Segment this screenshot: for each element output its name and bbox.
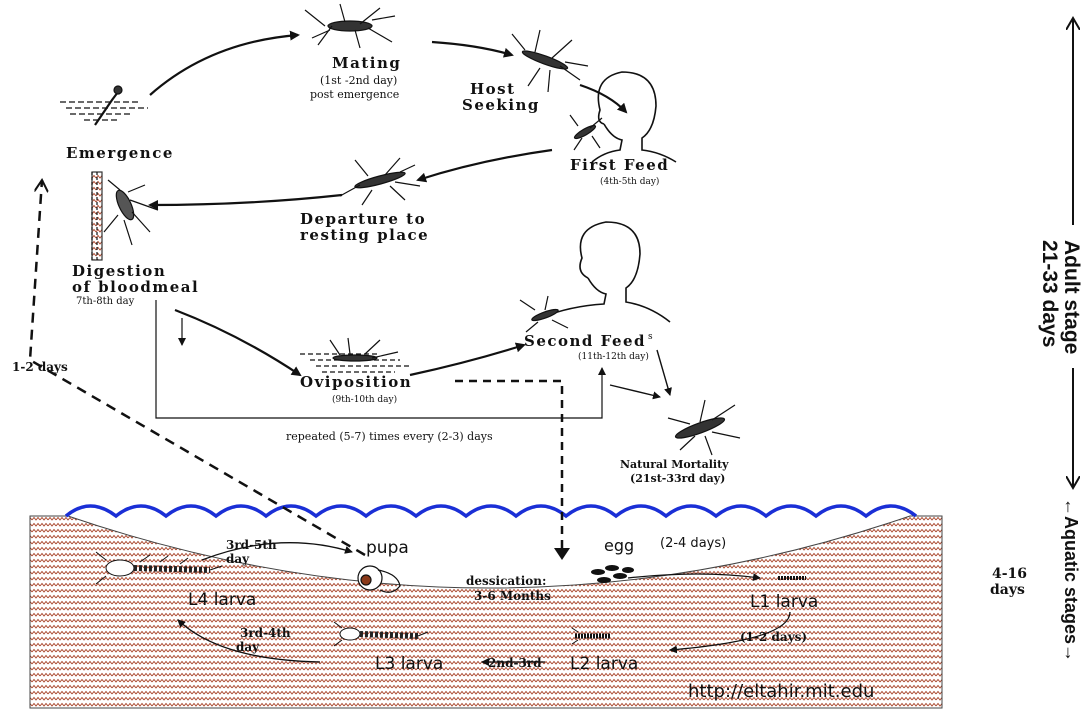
adult-stage-label: Adult stage 21-33 days	[1038, 240, 1082, 354]
source-credit: http://eltahir.mit.edu	[688, 681, 874, 702]
arrow-first-feed-to-departure	[418, 150, 552, 180]
aquatic-duration-label: 4-16	[992, 566, 1027, 582]
l3-l4-duration-day: day	[236, 640, 259, 654]
egg-label: egg	[604, 536, 634, 555]
adult-stage-title: Adult stage	[1060, 240, 1083, 354]
aquatic-duration-days: days	[990, 582, 1025, 598]
first-feed-title: First Feed	[570, 156, 669, 174]
l3-larva-label: L3 larva	[375, 654, 443, 674]
dessication-duration: 3-6 Months	[474, 589, 551, 603]
oviposition-illustration	[300, 338, 410, 372]
first-feed-detail: (4th-5th day)	[600, 177, 659, 187]
egg-duration-label: (2-4 days)	[660, 536, 726, 551]
aquatic-stages-bottom-arrow: →	[1061, 644, 1081, 662]
l1-larva-label: L1 larva	[750, 592, 818, 612]
departure-label-2: resting place	[300, 226, 429, 244]
second-feed-suffix: s	[648, 332, 653, 342]
departure-mosquito-illustration	[340, 158, 420, 205]
digestion-detail: 7th-8th day	[76, 296, 134, 307]
host-seeking-label-2: Seeking	[462, 96, 540, 114]
soil-basin	[30, 516, 942, 708]
aquatic-stages-label: ←Aquatic stages→	[1060, 498, 1082, 662]
digestion-mosquito-on-wall-illustration	[92, 172, 158, 260]
arrow-emergence-to-mating	[150, 35, 298, 95]
human-head-illustration-1	[592, 72, 676, 162]
l4-pupa-duration-label: 3rd-5th	[226, 538, 277, 552]
adult-stage-duration: 21-33 days	[1038, 240, 1061, 347]
oviposition-detail: (9th-10th day)	[332, 395, 397, 405]
oviposition-title: Oviposition	[300, 373, 412, 391]
l4-pupa-duration-day: day	[226, 552, 249, 566]
dessication-arrowhead	[554, 548, 570, 560]
l2-l3-duration-label: 2nd-3rd	[488, 656, 542, 670]
emergence-duration-label: 1-2 days	[12, 360, 68, 374]
arrow-departure-to-digestion	[150, 195, 342, 205]
first-feed-mosquito-illustration	[570, 115, 602, 150]
dead-mosquito-illustration	[668, 400, 740, 455]
aquatic-stages-title: Aquatic stages	[1061, 516, 1081, 644]
pupa-label: pupa	[366, 538, 409, 558]
digestion-label-2: of bloodmeal	[72, 278, 199, 296]
second-feed-title: Second Feed	[524, 332, 646, 350]
emergence-label: Emergence	[66, 144, 174, 162]
arrow-l4-to-pupa	[202, 543, 352, 560]
dashed-arrow-oviposition-to-dessication	[455, 381, 562, 555]
arrow-mating-to-host-seeking	[432, 42, 512, 55]
l2-larva-label: L2 larva	[570, 654, 638, 674]
human-head-illustration-2	[540, 222, 670, 322]
arrow-oviposition-to-second-feed	[410, 345, 524, 375]
mating-mosquitoes-illustration	[305, 4, 395, 48]
arrow-second-feed-to-mortality-1	[657, 350, 670, 395]
l1-l2-duration-label: (1-2 days)	[740, 630, 807, 644]
mating-detail: (1st -2nd day)	[320, 74, 397, 87]
natural-mortality-detail: (21st-33rd day)	[630, 472, 725, 485]
repeat-note: repeated (5-7) times every (2-3) days	[286, 430, 493, 443]
l3-l4-duration-label: 3rd-4th	[240, 626, 291, 640]
emergence-illustration	[60, 86, 148, 125]
arrow-digestion-to-oviposition	[175, 310, 300, 375]
natural-mortality-label: Natural Mortality	[620, 458, 729, 471]
second-feed-detail: (11th-12th day)	[578, 352, 649, 362]
host-seeking-mosquito-illustration	[512, 30, 588, 92]
second-feed-mosquito-illustration	[520, 296, 568, 332]
l4-larva-label: L4 larva	[188, 590, 256, 610]
arrow-host-seeking-to-first-feed	[580, 85, 626, 112]
water-surface	[66, 506, 916, 516]
arrow-second-feed-to-mortality-2	[610, 385, 660, 397]
mating-title: Mating	[332, 54, 401, 72]
mating-detail-2: post emergence	[310, 88, 399, 101]
dessication-label: dessication:	[466, 574, 546, 588]
aquatic-stages-top-arrow: ←	[1061, 498, 1081, 516]
